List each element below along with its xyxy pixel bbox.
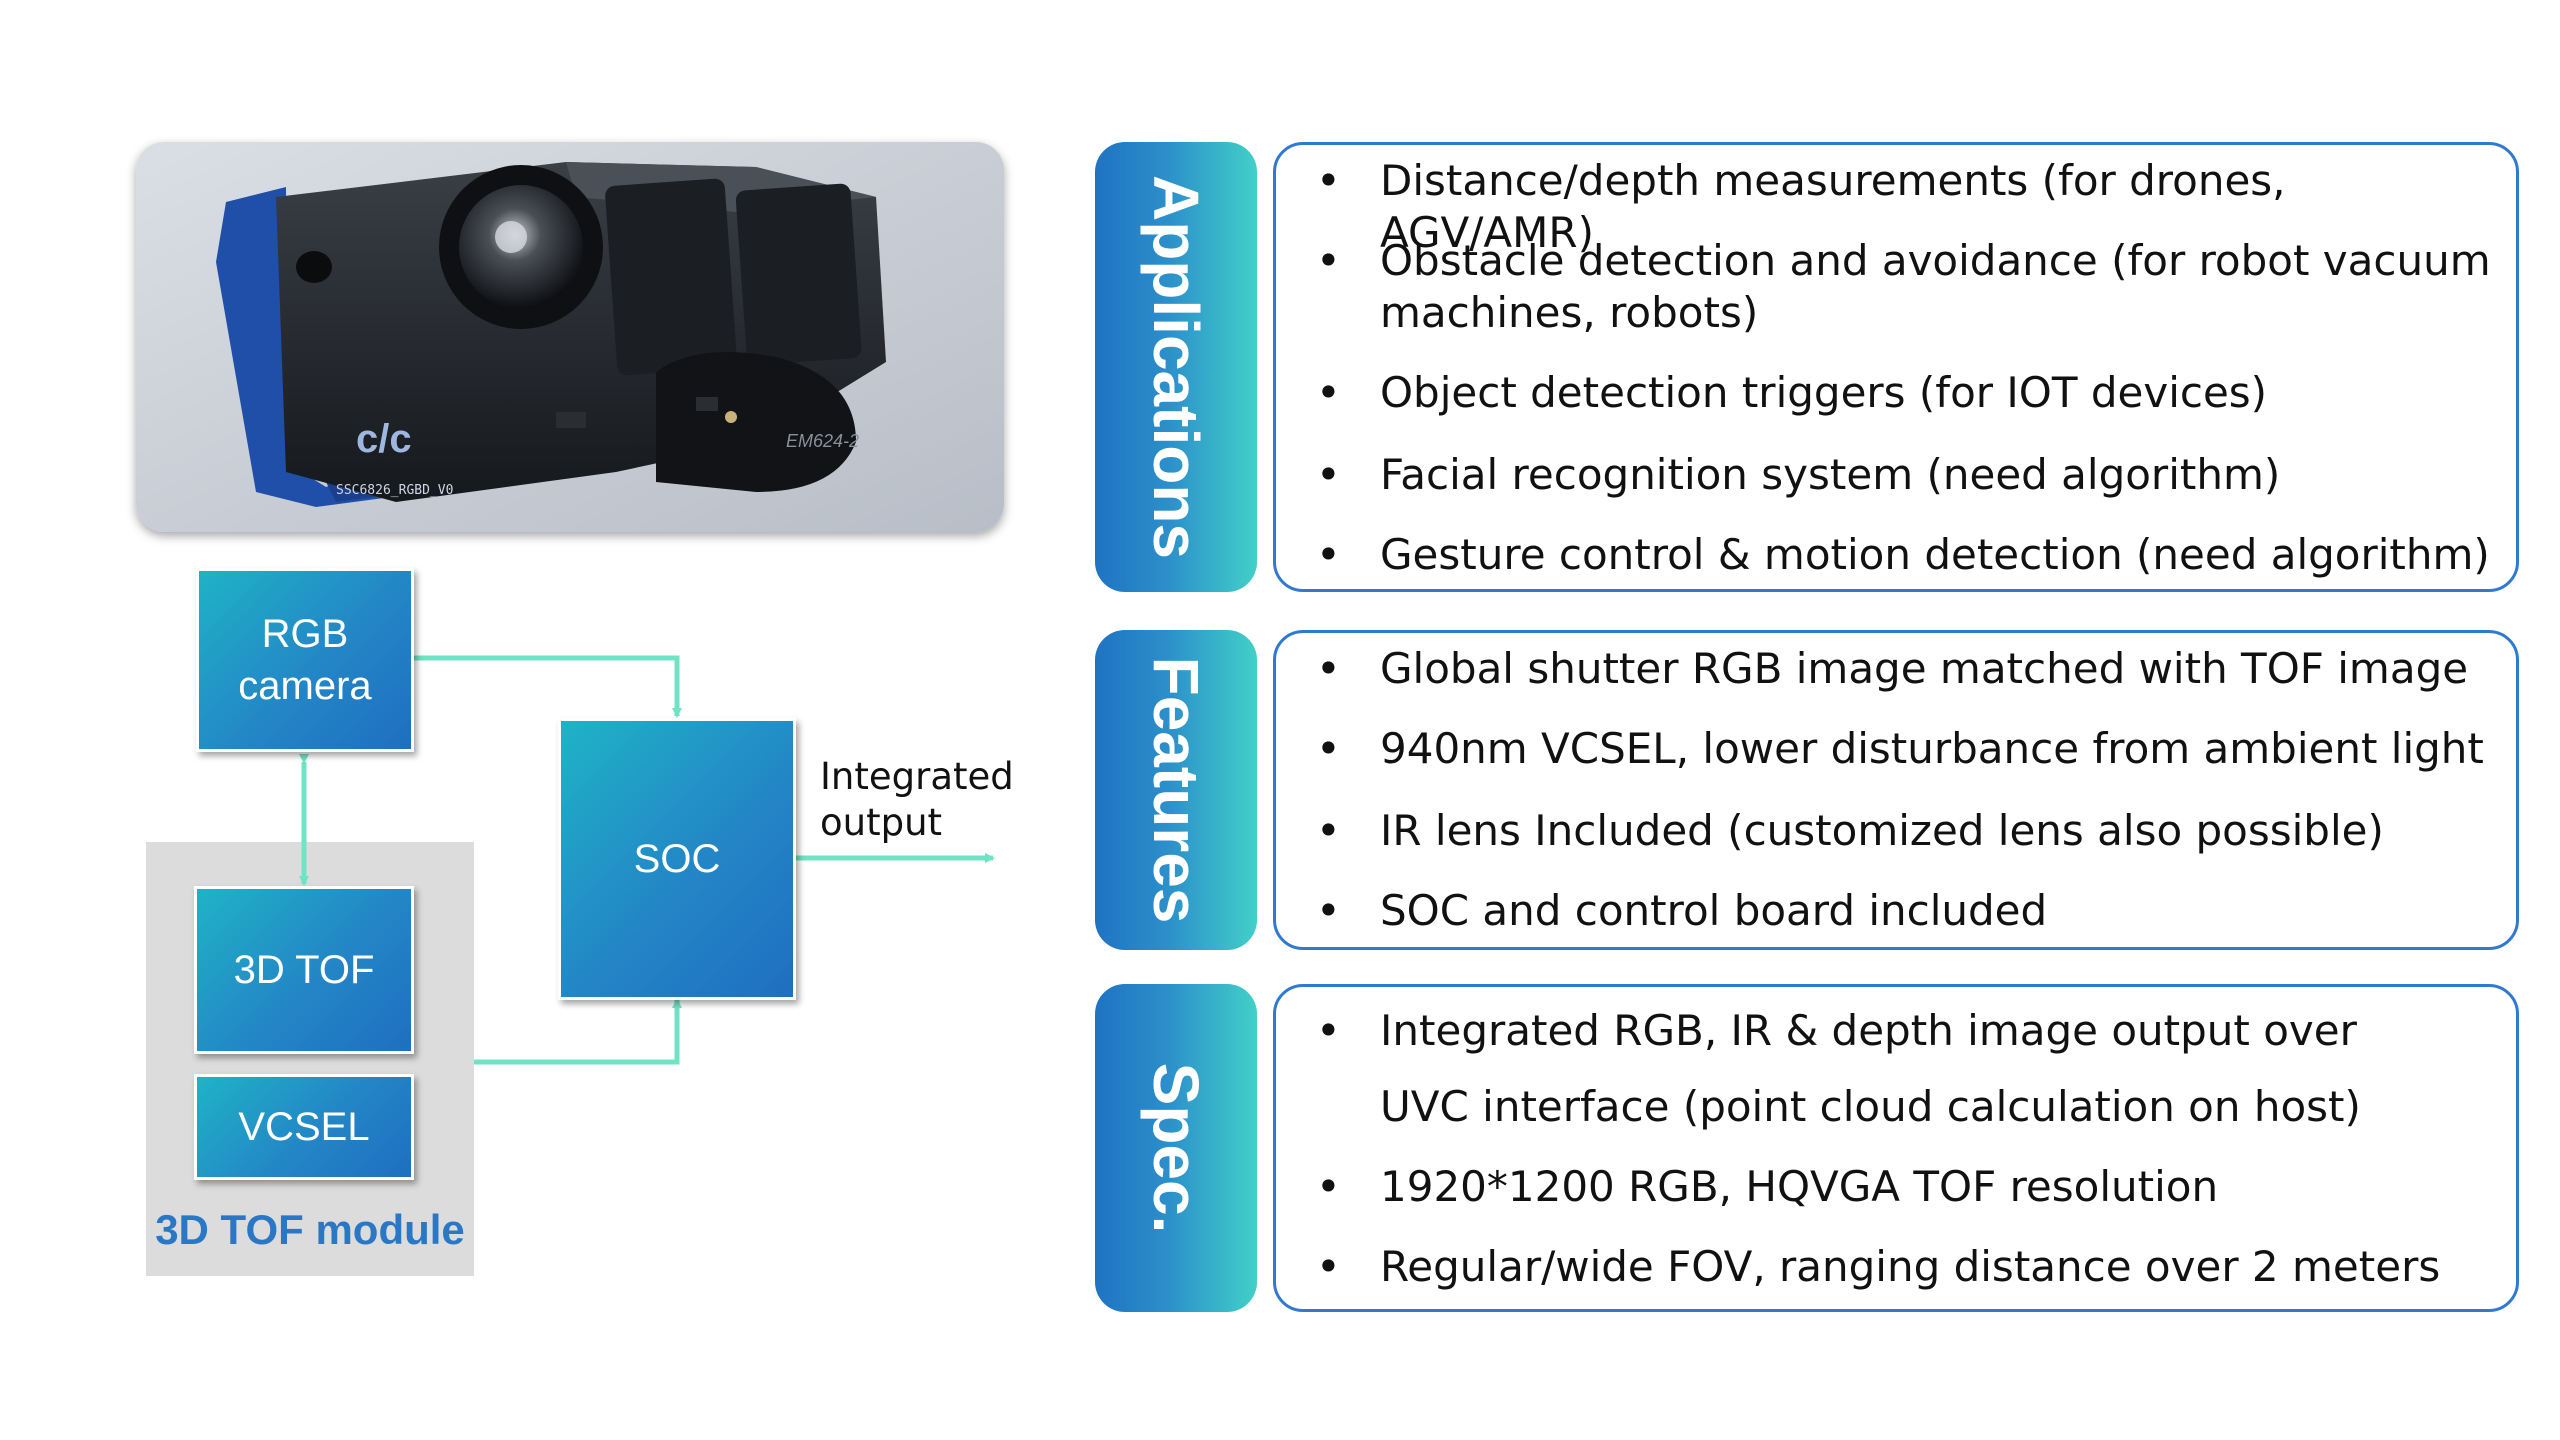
tof-module-label: 3D TOF module [155,1206,465,1253]
applications-panel: •Distance/depth measurements (for drones… [1273,142,2519,592]
features-title: Features [1140,656,1212,924]
tof-block: 3D TOF [194,886,414,1054]
product-photo: SSC6826_RGBD_V0 c/c EM624-2 [136,142,1004,532]
module-to-soc-arrow [474,998,682,1065]
module-marking: EM624-2 [786,431,859,451]
features-tab: Features [1095,630,1257,950]
spec-tab: Spec. [1095,984,1257,1312]
list-item: •940nm VCSEL, lower disturbance from amb… [1316,724,2484,773]
applications-tab: Applications [1095,142,1257,592]
diagram-connectors [299,655,995,1065]
list-item: •SOC and control board included [1316,886,2048,935]
features-panel: •Global shutter RGB image matched with T… [1273,630,2519,950]
board-marking: SSC6826_RGBD_V0 [336,483,453,498]
rgb-camera-block: RGB camera [196,568,414,752]
list-item: •Integrated RGB, IR & depth image output… [1316,1006,2357,1055]
soc-block: SOC [558,718,796,1000]
list-item-continuation: UVC interface (point cloud calculation o… [1380,1082,2361,1131]
list-item: •Obstacle detection and avoidance (for r… [1316,236,2491,337]
integrated-output-label: Integrated output [820,755,1014,844]
list-item: •Distance/depth measurements (for drones… [1316,156,2286,257]
list-item: •IR lens Included (customized lens also … [1316,806,2384,855]
list-item: •Object detection triggers (for IOT devi… [1316,368,2268,417]
pcb-logo: c/c [356,417,412,461]
list-item: •Global shutter RGB image matched with T… [1316,644,2469,693]
spec-panel: •Integrated RGB, IR & depth image output… [1273,984,2519,1312]
applications-title: Applications [1140,174,1212,560]
vcsel-block: VCSEL [194,1074,414,1180]
list-item: •Regular/wide FOV, ranging distance over… [1316,1242,2441,1291]
list-item: •Facial recognition system (need algorit… [1316,450,2281,499]
list-item: •1920*1200 RGB, HQVGA TOF resolution [1316,1162,2219,1211]
spec-title: Spec. [1140,1062,1212,1234]
list-item: •Gesture control & motion detection (nee… [1316,530,2490,579]
rgb-to-soc-arrow [414,655,682,718]
